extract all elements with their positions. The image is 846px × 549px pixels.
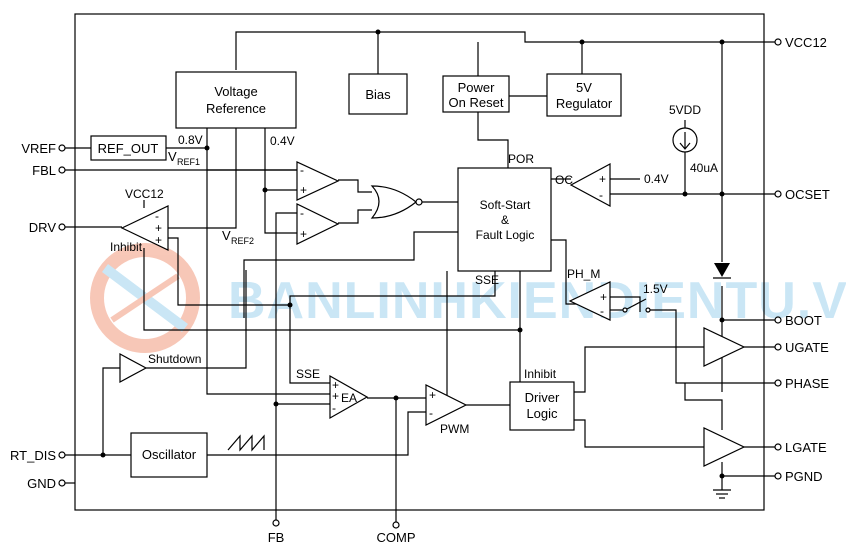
oscillator-block: Oscillator — [130, 432, 208, 478]
label-pwm: PWM — [440, 422, 469, 436]
ground-icon — [713, 489, 731, 499]
svg-text:Soft-Start: Soft-Start — [480, 198, 531, 212]
pin-phase: PHASE — [785, 376, 829, 391]
pin-ocset: OCSET — [785, 187, 830, 202]
pin-comp: COMP — [377, 530, 416, 545]
ph-m-comparator: + - — [568, 281, 611, 321]
svg-text:Reference: Reference — [206, 101, 266, 116]
svg-text:Oscillator: Oscillator — [142, 447, 197, 462]
svg-text:+: + — [155, 221, 162, 235]
label-vcc12-amp: VCC12 — [125, 187, 164, 201]
pwm-comparator: + - — [425, 384, 468, 426]
svg-text:V: V — [222, 228, 231, 243]
svg-text:+: + — [332, 378, 339, 392]
current-source-icon — [672, 127, 698, 153]
error-amplifier: + + - — [329, 374, 369, 420]
pin-pgnd: PGND — [785, 469, 823, 484]
pin-drv: DRV — [29, 220, 57, 235]
svg-text:+: + — [600, 290, 607, 304]
pin-lgate: LGATE — [785, 440, 827, 455]
soft-start-fault-logic-block: Soft-Start & Fault Logic — [457, 167, 552, 272]
svg-text:Logic: Logic — [526, 406, 558, 421]
svg-text:5V: 5V — [576, 80, 592, 95]
label-inhibit-drv: Inhibit — [110, 240, 143, 254]
fbl-comparator: - + — [296, 161, 340, 201]
svg-text:+: + — [599, 172, 606, 186]
chip-outline — [74, 13, 765, 511]
svg-text:-: - — [300, 163, 304, 177]
label-5vdd: 5VDD — [669, 103, 701, 117]
svg-text:V: V — [168, 149, 177, 164]
pin-rt-dis: RT_DIS — [10, 448, 56, 463]
svg-text:Power: Power — [458, 80, 496, 95]
label-ph-m: PH_M — [567, 267, 600, 281]
lgate-driver — [703, 427, 746, 467]
svg-text:Voltage: Voltage — [214, 84, 257, 99]
pin-gnd: GND — [27, 476, 56, 491]
regulator-block: 5V Regulator — [546, 73, 622, 117]
svg-text:+: + — [155, 233, 162, 247]
watermark-text: BANLINHKIENDIENTU.VN — [228, 272, 846, 330]
label-oc-ref: 0.4V — [644, 172, 669, 186]
label-vref1: V REF1 — [168, 149, 200, 167]
label-sse-ea: SSE — [296, 367, 320, 381]
svg-text:+: + — [300, 183, 307, 197]
svg-text:Regulator: Regulator — [556, 96, 613, 111]
drv-amplifier: - + + — [120, 205, 169, 251]
svg-text:-: - — [332, 401, 336, 415]
junction-dots — [100, 29, 725, 479]
nor-gate — [370, 185, 423, 219]
svg-text:+: + — [429, 388, 436, 402]
svg-text:-: - — [429, 406, 433, 420]
phase-switch — [622, 298, 651, 313]
svg-text:-: - — [155, 209, 159, 223]
label-0-4v-ref: 0.4V — [270, 134, 295, 148]
ugate-driver — [703, 327, 746, 367]
svg-text:REF_OUT: REF_OUT — [98, 141, 159, 156]
svg-text:Driver: Driver — [525, 390, 560, 405]
label-ea: EA — [341, 391, 357, 405]
svg-text:Bias: Bias — [365, 87, 391, 102]
label-vref2: V REF2 — [222, 228, 254, 246]
voltage-reference-block: Voltage Reference — [175, 71, 297, 129]
svg-text:-: - — [300, 206, 304, 220]
label-sse-top: SSE — [475, 273, 499, 287]
svg-text:REF1: REF1 — [177, 157, 200, 167]
label-0-8v: 0.8V — [178, 133, 203, 147]
oc-comparator: + - — [569, 162, 611, 208]
boot-diode-icon — [713, 263, 731, 279]
svg-text:&: & — [501, 213, 509, 227]
svg-text:+: + — [300, 227, 307, 241]
svg-text:REF2: REF2 — [231, 236, 254, 246]
label-1-5v: 1.5V — [643, 282, 668, 296]
bias-block: Bias — [348, 73, 408, 115]
driver-logic-block: Driver Logic — [509, 381, 575, 431]
label-por: POR — [508, 152, 534, 166]
svg-text:+: + — [332, 389, 339, 403]
svg-text:On Reset: On Reset — [449, 95, 504, 110]
fb-comparator: - + — [296, 203, 340, 245]
pin-fbl: FBL — [32, 163, 56, 178]
svg-text:Fault Logic: Fault Logic — [476, 228, 535, 242]
pin-circles — [58, 38, 782, 529]
ref-out-block: REF_OUT — [90, 135, 167, 161]
pin-fb: FB — [268, 530, 285, 545]
watermark-logo-icon — [90, 243, 200, 353]
shutdown-buffer — [119, 352, 148, 384]
svg-text:-: - — [599, 188, 603, 202]
pin-ugate: UGATE — [785, 340, 829, 355]
label-inhibit-driver: Inhibit — [524, 367, 557, 381]
svg-text:-: - — [600, 304, 604, 318]
pin-boot: BOOT — [785, 313, 822, 328]
pin-vcc12: VCC12 — [785, 35, 827, 50]
label-40ua: 40uA — [690, 161, 718, 175]
power-on-reset-block: Power On Reset — [442, 75, 510, 113]
label-shutdown: Shutdown — [148, 352, 201, 366]
pin-vref: VREF — [21, 141, 56, 156]
sawtooth-icon — [227, 434, 265, 452]
label-oc: OC — [555, 173, 573, 187]
